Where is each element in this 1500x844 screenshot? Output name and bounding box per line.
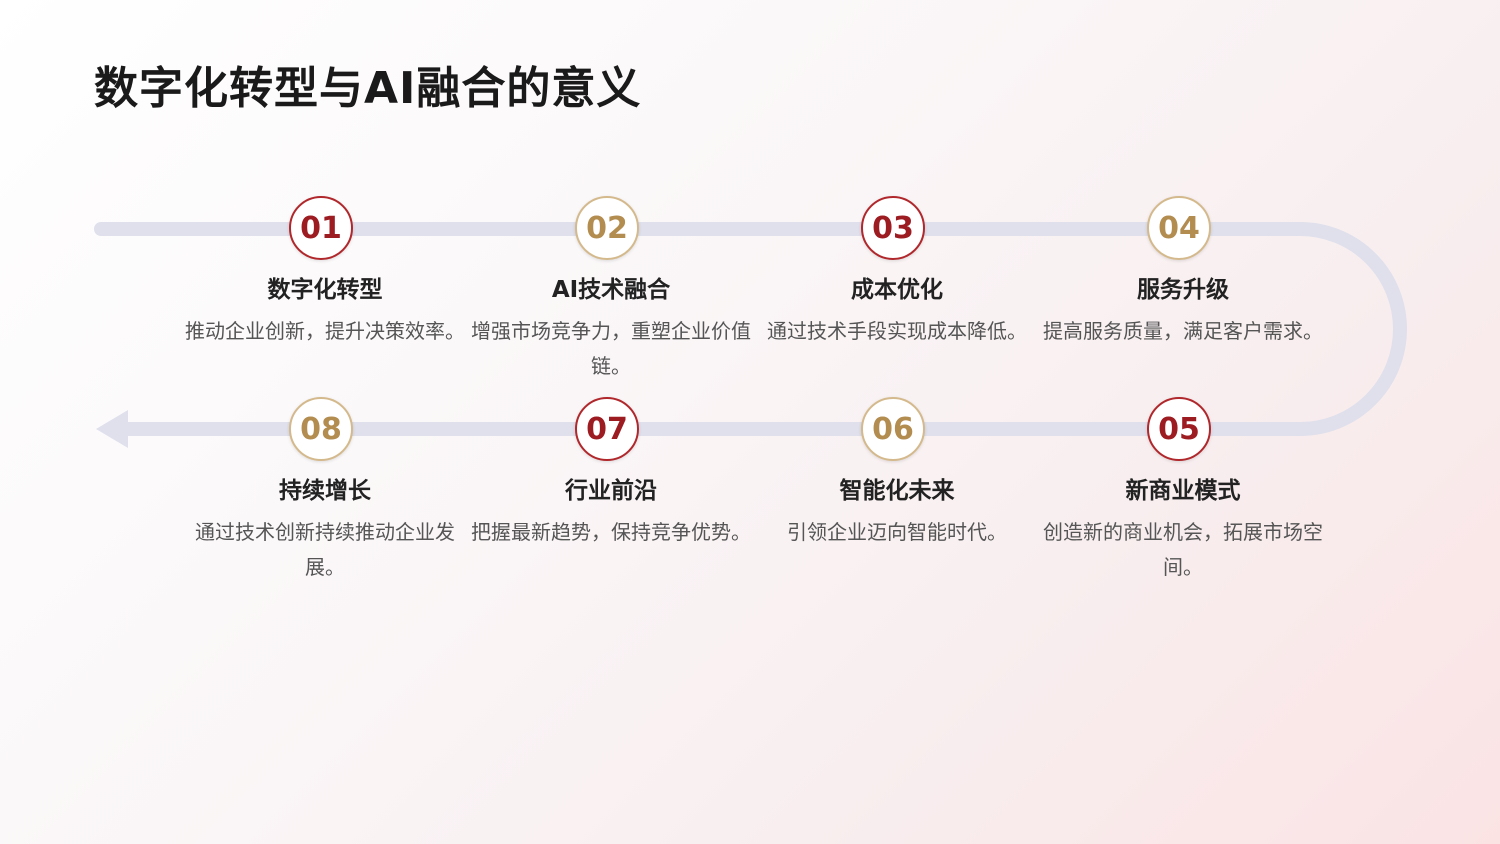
step-title: 服务升级	[1137, 277, 1229, 303]
step-description: 把握最新趋势，保持竞争优势。	[471, 520, 751, 544]
step-number-badge: 01	[289, 196, 353, 260]
step-title: 智能化未来	[839, 478, 955, 504]
step-title: 行业前沿	[565, 478, 657, 504]
step-number-badge: 07	[575, 397, 639, 461]
step-title: 数字化转型	[267, 277, 383, 303]
page-title: 数字化转型与AI融合的意义	[94, 63, 642, 114]
step-number-badge: 05	[1147, 397, 1211, 461]
step-description: 提高服务质量，满足客户需求。	[1043, 319, 1323, 343]
step-title: 持续增长	[279, 478, 371, 504]
arrow-left-icon	[96, 410, 128, 448]
step-description: 推动企业创新，提升决策效率。	[185, 319, 465, 343]
timeline-path	[94, 222, 1407, 436]
step-number-badge: 02	[575, 196, 639, 260]
step-description: 创造新的商业机会，拓展市场空间。	[1043, 520, 1323, 579]
step-title: 成本优化	[851, 277, 943, 303]
step-number-badge: 08	[289, 397, 353, 461]
step-number-badge: 03	[861, 196, 925, 260]
step-description: 通过技术手段实现成本降低。	[767, 319, 1027, 343]
step-description: 引领企业迈向智能时代。	[787, 520, 1007, 544]
step-title: AI技术融合	[551, 277, 671, 303]
step-number-badge: 04	[1147, 196, 1211, 260]
step-number-badge: 06	[861, 397, 925, 461]
step-title: 新商业模式	[1125, 478, 1241, 504]
step-description: 通过技术创新持续推动企业发展。	[195, 520, 455, 579]
step-description: 增强市场竞争力，重塑企业价值链。	[471, 319, 751, 378]
